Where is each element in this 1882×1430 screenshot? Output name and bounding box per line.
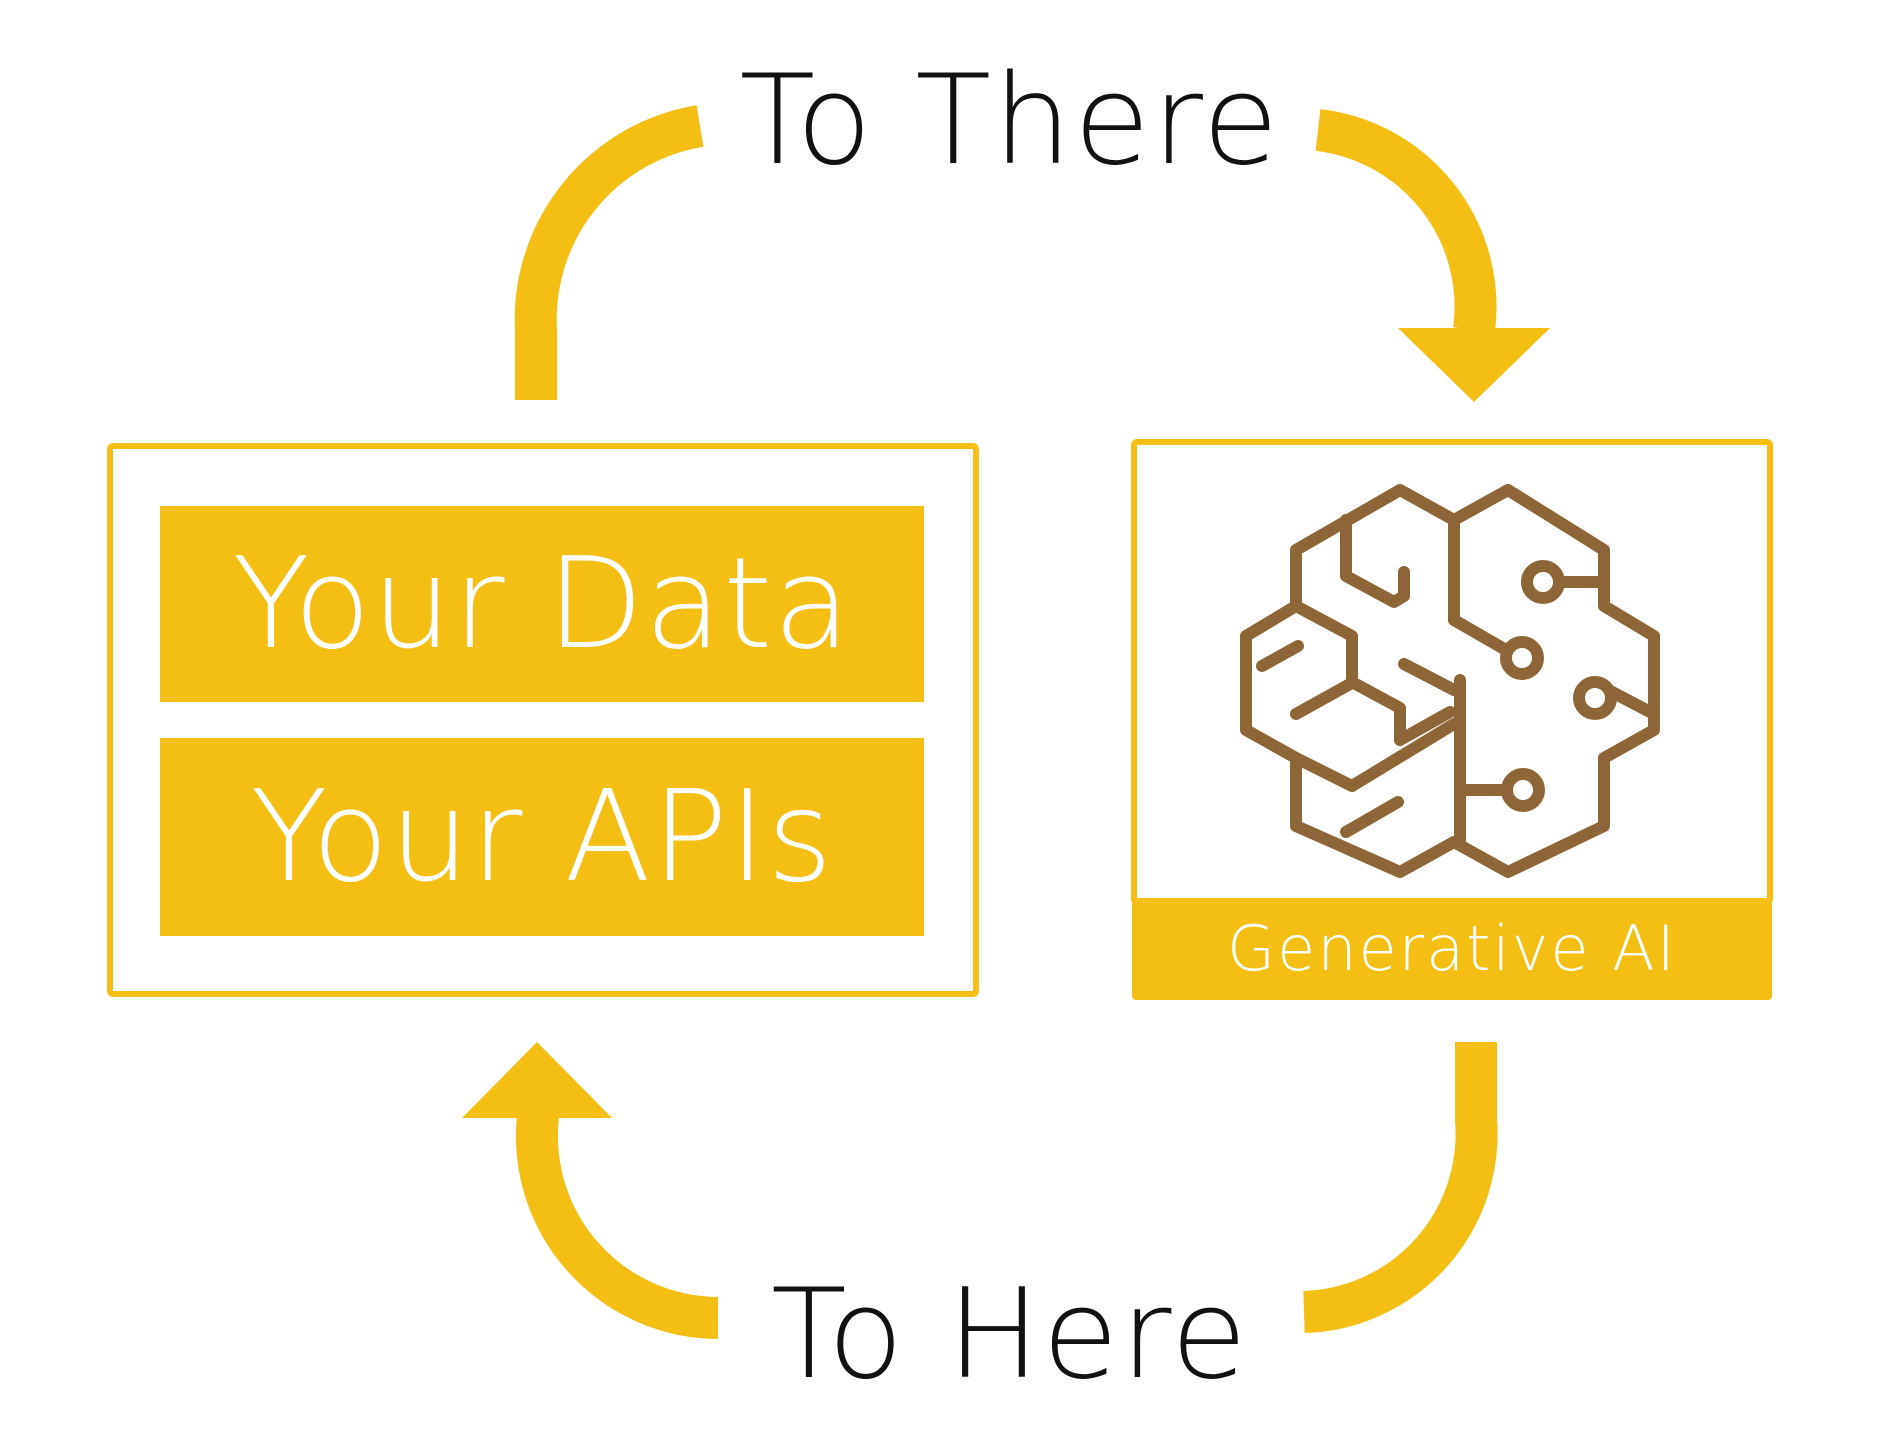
your-apis-banner bbox=[160, 738, 924, 936]
brain-right-outline bbox=[1448, 484, 1660, 878]
your-data-banner bbox=[160, 506, 924, 702]
top-left-connector-arc bbox=[514, 105, 704, 400]
brain-left-fold-8 bbox=[1394, 706, 1456, 746]
brain-circuit-icon bbox=[1240, 484, 1660, 878]
brain-left-fold-4 bbox=[1290, 678, 1356, 720]
top-right-connector-arc bbox=[1315, 109, 1497, 333]
generative-ai-box-frame bbox=[1131, 439, 1773, 905]
generative-ai-caption: Generative AI bbox=[1227, 912, 1677, 985]
bottom-left-connector-arc bbox=[515, 1113, 719, 1339]
brain-left-fold-6 bbox=[1340, 796, 1404, 838]
brain-circuit-trace-3 bbox=[1606, 686, 1660, 720]
up-arrowhead-icon bbox=[462, 1042, 612, 1118]
circuit-node-2 bbox=[1500, 636, 1544, 680]
your-apis-text: Your APIs bbox=[250, 763, 834, 910]
circuit-node-3 bbox=[1573, 676, 1617, 720]
brain-left-fold-5 bbox=[1290, 718, 1460, 792]
your-data-text: Your Data bbox=[232, 530, 852, 677]
circuit-node-4 bbox=[1501, 768, 1545, 812]
brain-center-divider bbox=[1448, 514, 1466, 848]
brain-circuit-nodes bbox=[1500, 560, 1617, 812]
brain-left-fold-7 bbox=[1398, 658, 1460, 696]
brain-left-fold-2 bbox=[1290, 600, 1406, 746]
bottom-right-connector-arc bbox=[1302, 1042, 1498, 1333]
down-arrowhead-icon bbox=[1398, 328, 1550, 402]
brain-circuit-trace-2 bbox=[1448, 614, 1512, 656]
brain-left-fold-3 bbox=[1256, 640, 1304, 672]
circuit-node-1 bbox=[1521, 560, 1565, 604]
brain-left-fold-1 bbox=[1340, 514, 1410, 608]
to-there-label: To There bbox=[720, 56, 1300, 186]
data-apis-box-frame bbox=[107, 443, 979, 997]
generative-ai-caption-bar bbox=[1132, 898, 1772, 1000]
to-here-label: To Here bbox=[730, 1270, 1290, 1400]
